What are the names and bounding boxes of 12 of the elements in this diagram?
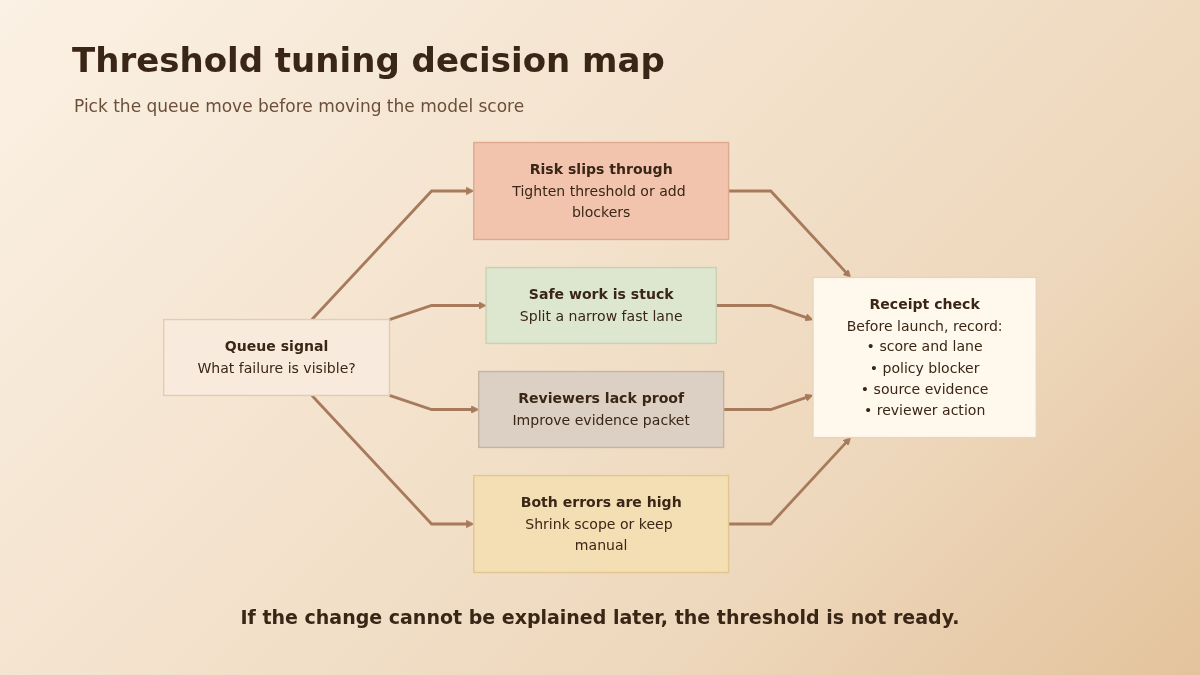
node-box: Safe work is stuck Split a narrow fast lane bbox=[485, 266, 717, 345]
node-box: Risk slips through Tighten threshold or add blockers bbox=[473, 141, 730, 241]
title: Threshold tuning decision map bbox=[72, 40, 665, 80]
arrow bbox=[728, 437, 851, 526]
node-box: Reviewers lack proof Improve evidence packet bbox=[478, 370, 725, 449]
arrow bbox=[389, 301, 487, 321]
node-box: Both errors are high Shrink scope or keep manual bbox=[473, 474, 730, 574]
subtitle: Pick the queue move before moving the model score bbox=[74, 96, 525, 116]
node-box: Receipt check Before launch, record: • score and lane • policy blocker • source evidence • reviewer action bbox=[812, 276, 1037, 439]
caption: If the change cannot be explained later, the threshold is not ready. bbox=[239, 606, 961, 628]
node-box: Queue signal What failure is visible? bbox=[163, 318, 391, 397]
arrow bbox=[728, 189, 851, 278]
